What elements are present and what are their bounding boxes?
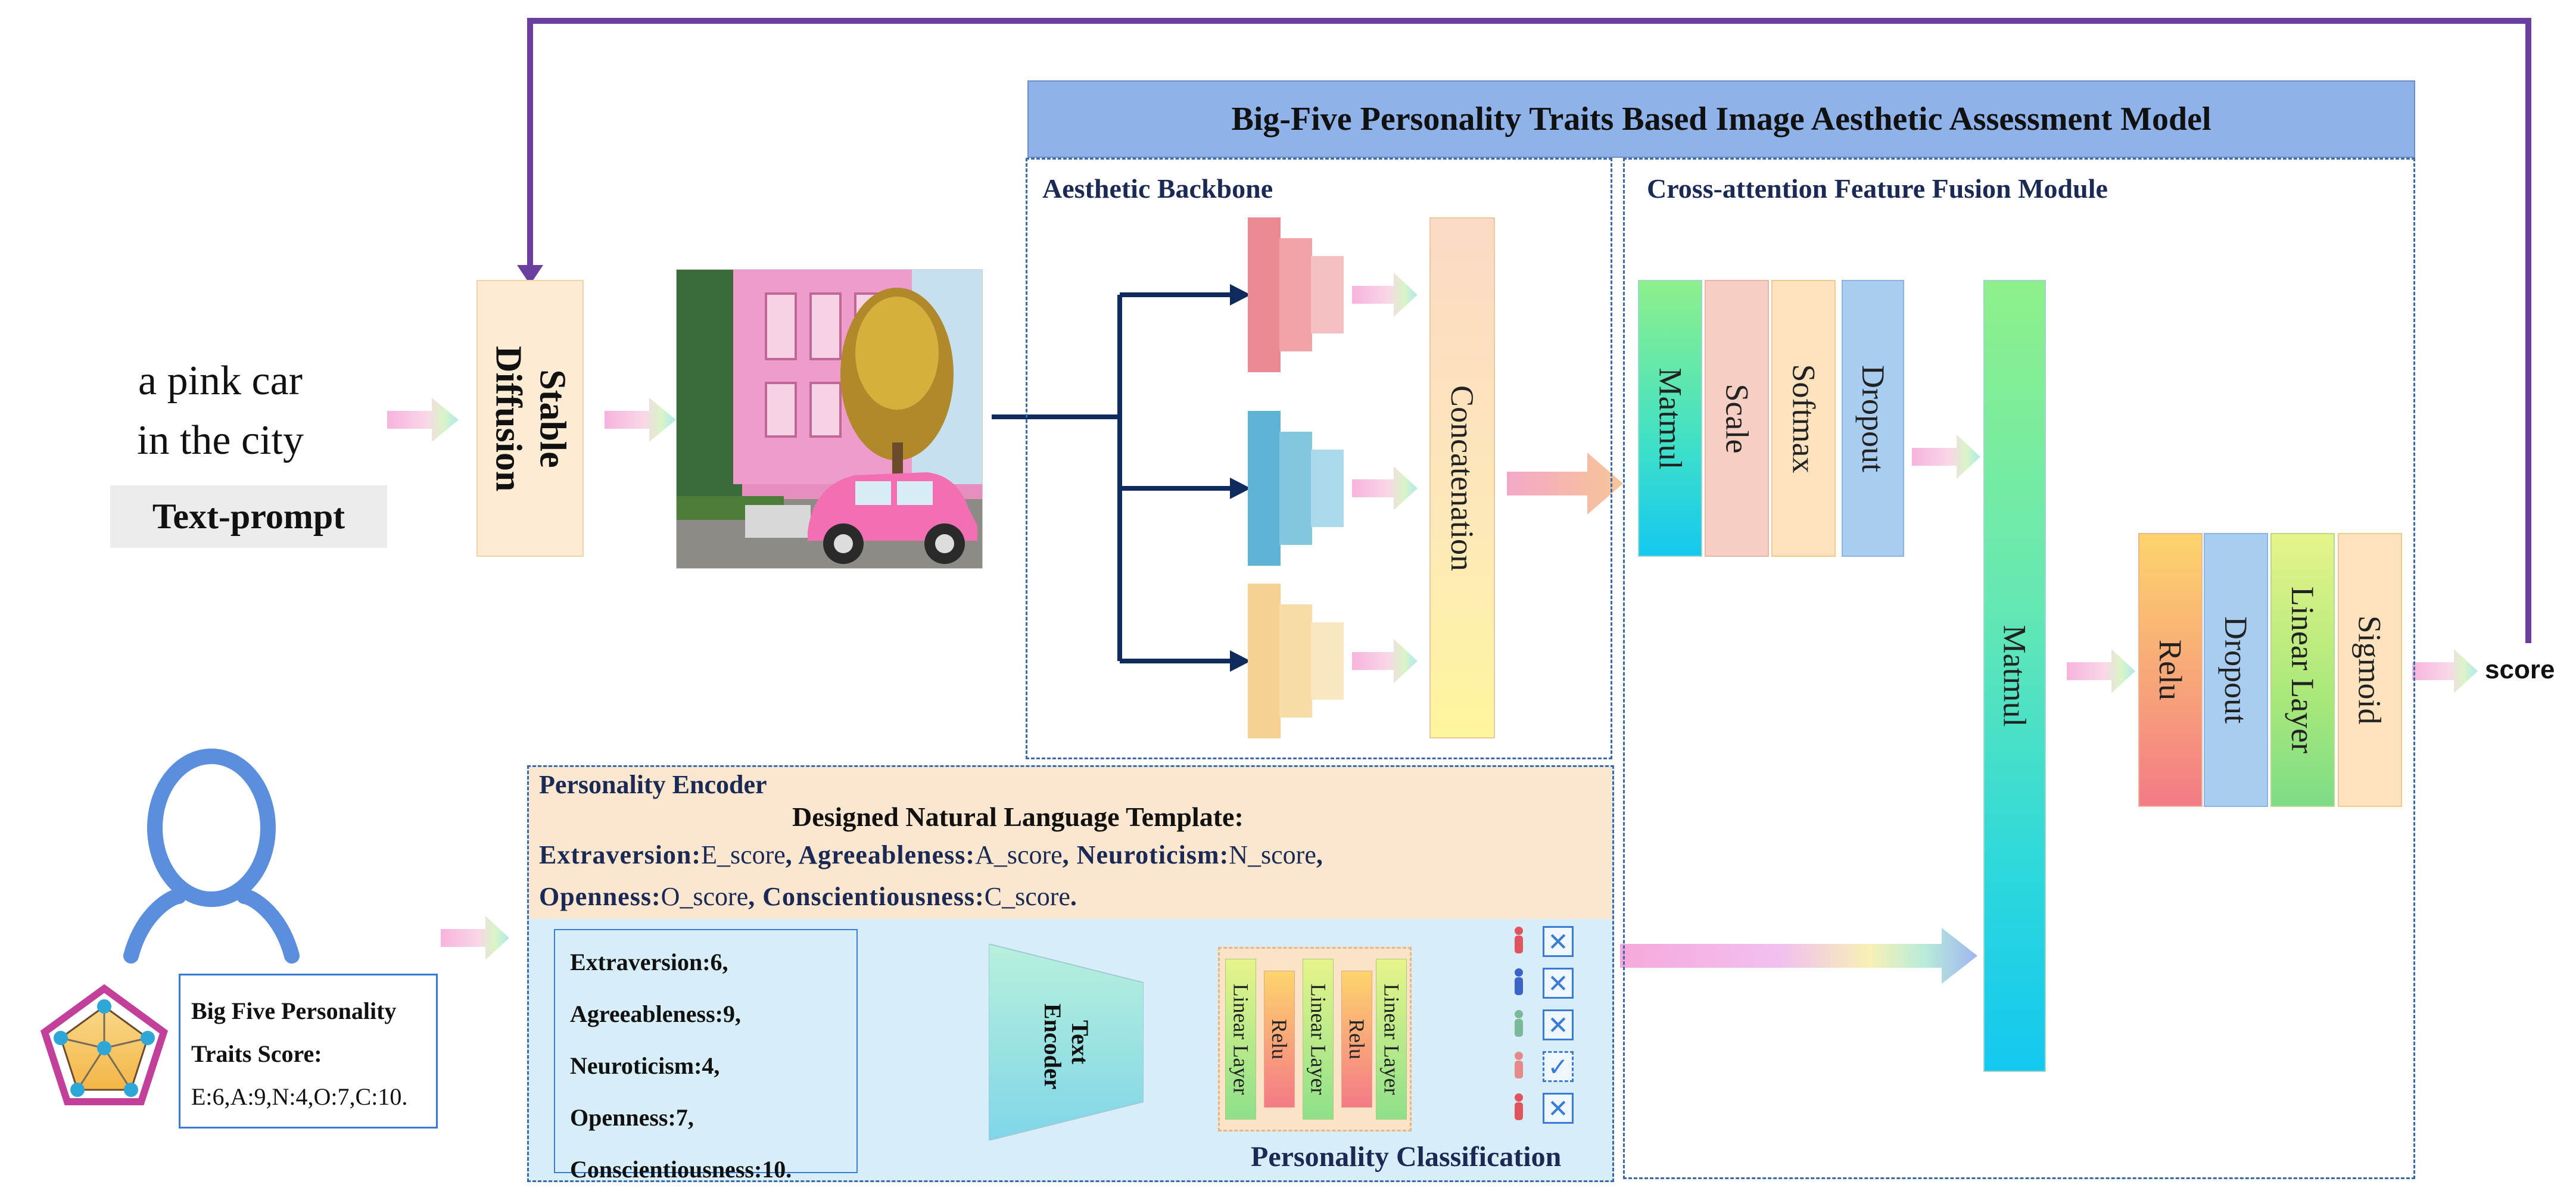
template-panel [529, 767, 1612, 919]
cross-attention-box [1623, 158, 2415, 1179]
template-line-2: Openness:O_score, Conscientiousness:C_sc… [539, 882, 1077, 911]
classifier-relu-1: Relu [1264, 971, 1295, 1108]
arrow-dropout-to-matmul [1912, 435, 1980, 479]
branch-arrowhead-bot [1230, 650, 1251, 672]
matmul-block-1: Matmul [1638, 280, 1702, 557]
pyramid-layer [1279, 238, 1312, 351]
user-avatar-icon [123, 749, 300, 964]
generated-image [676, 269, 983, 569]
scale-block: Scale [1705, 280, 1769, 557]
generated-image-illustration [677, 270, 982, 568]
prompt-line-2: in the city [137, 417, 304, 463]
feedback-loop-arrowhead [517, 265, 543, 285]
backbone-branch-lines [992, 292, 1233, 663]
uncheck-icon: ✕ [1543, 1009, 1574, 1040]
concatenation-label: Concatenation [1444, 385, 1480, 571]
person-icon [1510, 1009, 1528, 1039]
branch-arrowhead-top [1230, 284, 1251, 306]
template-line-1: Extraversion:E_score, Agreeableness:A_sc… [539, 840, 1323, 869]
radar-chart-icon [40, 984, 169, 1105]
prompt-line-1: a pink car [138, 358, 303, 404]
arrow-branch1-out [1352, 273, 1418, 317]
uncheck-icon: ✕ [1543, 1093, 1574, 1124]
aesthetic-backbone-title: Aesthetic Backbone [1042, 173, 1273, 204]
prompt-caption: Text-prompt [110, 485, 387, 548]
score-output-label: score [2485, 655, 2555, 684]
classifier-linear-2: Linear Layer [1303, 959, 1334, 1120]
sd-line-2: Diffusion [488, 345, 529, 491]
prompt-text: a pink car in the city [107, 351, 334, 470]
arrow-branch2-out [1352, 466, 1418, 510]
pyramid-layer [1248, 217, 1281, 372]
text-encoder-block: Text Encoder [1039, 1003, 1094, 1090]
uncheck-icon: ✕ [1543, 926, 1574, 957]
classifier-relu-2: Relu [1341, 971, 1372, 1108]
text-encoder-shape [989, 944, 1144, 1140]
pyramid-layer [1248, 411, 1281, 566]
pyramid-layer [1311, 450, 1344, 527]
sigmoid-block: Sigmoid [2338, 533, 2402, 807]
arrow-sd-to-image [605, 398, 676, 442]
concatenation-block: Concatenation [1429, 217, 1495, 738]
pyramid-layer [1311, 256, 1344, 333]
personality-encoder-title: Personality Encoder [539, 770, 767, 799]
user-score-box: Big Five Personality Traits Score: E:6,A… [179, 974, 438, 1129]
arrow-user-to-encoder [441, 916, 509, 960]
matmul-block-2: Matmul [1983, 280, 2046, 1072]
user-score-line-3: E:6,A:9,N:4,O:7,C:10. [191, 1083, 408, 1110]
person-icon [1510, 926, 1528, 956]
arrow-prompt-to-sd [387, 398, 459, 442]
stable-diffusion-block: Stable Diffusion [476, 280, 584, 557]
feedback-loop-line [527, 18, 2531, 643]
arrow-head-to-score [2412, 649, 2478, 693]
template-title: Designed Natural Language Template: [792, 802, 1244, 832]
arrow-branch3-out [1352, 639, 1418, 683]
user-score-line-2: Traits Score: [191, 1040, 322, 1067]
pyramid-layer [1279, 604, 1312, 718]
sd-line-1: Stable [532, 369, 573, 468]
uncheck-icon: ✕ [1543, 968, 1574, 999]
trait-results: ✕ ✕ ✕ ✓ ✕ [1510, 926, 1581, 1129]
cross-attention-title: Cross-attention Feature Fusion Module [1647, 173, 2108, 204]
pyramid-layer [1279, 432, 1312, 545]
linear-layer-block: Linear Layer [2270, 533, 2335, 807]
relu-block: Relu [2138, 533, 2203, 807]
person-icon [1510, 968, 1528, 998]
dropout-block-2: Dropout [2204, 533, 2268, 807]
arrow-concat-to-fusion [1507, 453, 1623, 515]
person-icon [1510, 1093, 1528, 1123]
arrow-matmul-to-head [2067, 649, 2135, 693]
arrow-personality-to-matmul [1620, 928, 1977, 984]
dropout-block-1: Dropout [1842, 280, 1904, 557]
person-icon [1510, 1051, 1528, 1081]
classifier-linear-3: Linear Layer [1376, 959, 1407, 1120]
pyramid-layer [1248, 584, 1281, 738]
model-title: Big-Five Personality Traits Based Image … [1027, 80, 2415, 158]
softmax-block: Softmax [1771, 280, 1836, 557]
classifier-linear-1: Linear Layer [1225, 959, 1256, 1120]
personality-classification-title: Personality Classification [1251, 1141, 1562, 1173]
score-list-box: Extraversion:6, Agreeableness:9, Neuroti… [554, 929, 858, 1183]
aesthetic-backbone-box [1026, 158, 1612, 759]
user-score-line-1: Big Five Personality [191, 998, 397, 1024]
branch-arrowhead-mid [1230, 478, 1251, 499]
pyramid-layer [1311, 622, 1344, 700]
check-icon: ✓ [1543, 1051, 1574, 1082]
